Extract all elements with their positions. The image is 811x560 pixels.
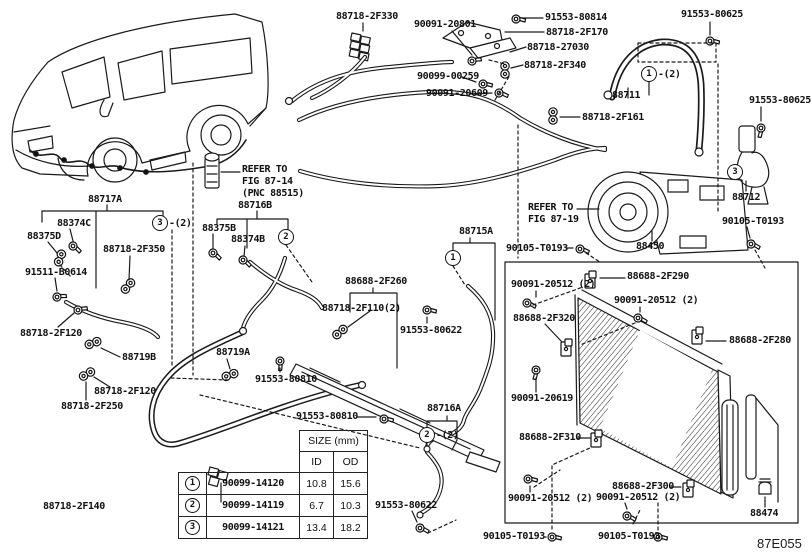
part-number-label: 88474: [750, 508, 779, 519]
part-number-label: 91553-80814: [545, 12, 607, 23]
part-number-label: 88688-2F290: [627, 271, 689, 282]
connector-block: [348, 32, 371, 62]
part-number-label: 91553-80625: [749, 95, 811, 106]
row-id-value: 6.7: [299, 494, 334, 517]
callout-number: 3: [727, 164, 743, 180]
part-number-label: 88688-2F280: [729, 335, 791, 346]
row-id-value: 10.8: [299, 472, 334, 495]
callout-number: 2-(2): [419, 427, 459, 443]
part-number-label: 90099-00259: [417, 71, 479, 82]
leader-lines: [41, 17, 766, 538]
compressor: [587, 171, 749, 255]
row-id-value: 13.4: [299, 516, 334, 539]
row-part-number: 90099-14121: [206, 516, 300, 539]
part-number-label: 90091-20512 (2): [508, 493, 593, 504]
part-number-label: 88375B: [202, 223, 236, 234]
part-number-label: 88712: [732, 192, 761, 203]
part-number-label: 88718-2F161: [582, 112, 644, 123]
dashed-lines: [59, 42, 766, 534]
part-number-label: 88718-2F120: [20, 328, 82, 339]
part-number-label: 88718-27030: [527, 42, 589, 53]
row-callout: 3: [178, 516, 207, 539]
row-od-value: 10.3: [333, 494, 368, 517]
part-number-label: 90091-20512 (2): [596, 492, 681, 503]
callout-number: 3-(2): [152, 215, 192, 231]
part-number-label: 88718-2F170: [546, 27, 608, 38]
part-number-label: 90105-T0193: [598, 531, 660, 542]
van-illustration: [11, 13, 269, 183]
part-number-label: 88716B: [238, 200, 272, 211]
part-number-label: 88374C: [57, 218, 91, 229]
part-number-label: 91553-80625: [681, 9, 743, 20]
part-number-label: 88688-2F320: [513, 313, 575, 324]
callout-number: 1-(2): [641, 66, 681, 82]
part-number-label: 90091-20609: [426, 88, 488, 99]
part-number-label: 90091-20619: [511, 393, 573, 404]
receiver-part: [736, 125, 770, 205]
part-number-label: 88718-2F330: [336, 11, 398, 22]
part-number-label: 88719B: [122, 352, 156, 363]
row-od-value: 15.6: [333, 472, 368, 495]
part-number-label: 88711: [612, 90, 641, 101]
table-row: 3 90099-14121 13.4 18.2: [178, 516, 368, 539]
size-table-col-od: OD: [333, 451, 368, 473]
part-number-label: 88718-2F120: [94, 386, 156, 397]
part-number-label: 90091-20512 (2): [614, 295, 699, 306]
part-number-label: 88688-2F310: [519, 432, 581, 443]
row-part-number: 90099-14119: [206, 494, 300, 517]
part-number-label: 88715A: [459, 226, 493, 237]
part-number-label: 90091-20801: [414, 19, 476, 30]
row-callout: 1: [178, 472, 207, 495]
part-number-label: 88718-2F250: [61, 401, 123, 412]
part-number-label: 91511-B0614: [25, 267, 87, 278]
part-number-label: 91553-80622: [400, 325, 462, 336]
row-callout: 2: [178, 494, 207, 517]
callout-number: 2: [278, 229, 294, 245]
part-number-label: 90105-T0193: [506, 243, 568, 254]
clamp-icons: [52, 61, 558, 383]
part-number-label: 88718-2F140: [43, 501, 105, 512]
part-number-label: 90091-20512 (2): [511, 279, 596, 290]
part-number-label: 91553-80810: [296, 411, 358, 422]
part-number-label: 88719A: [216, 347, 250, 358]
table-row: 1 90099-14120 10.8 15.6: [178, 472, 368, 495]
row-od-value: 18.2: [333, 516, 368, 539]
part-number-label: 90105-T0193: [483, 531, 545, 542]
part-number-label: 91553-80810: [255, 374, 317, 385]
row-part-number: 90099-14120: [206, 472, 300, 495]
part-number-label: 88450: [636, 241, 665, 252]
size-table-header: SIZE (mm): [299, 430, 368, 452]
part-number-label: 88688-2F300: [612, 481, 674, 492]
size-table: SIZE (mm) ID OD 1 90099-14120 10.8 15.6 …: [178, 430, 368, 539]
size-table-blank: [179, 431, 300, 473]
part-number-label: 88718-2F340: [524, 60, 586, 71]
part-number-label: 90105-T0193: [722, 216, 784, 227]
condenser-box: [504, 261, 799, 524]
part-number-label: 88688-2F260: [345, 276, 407, 287]
part-number-label: 88374B: [231, 234, 265, 245]
expansion-valve: [204, 152, 220, 189]
part-number-label: 88718-2F350: [103, 244, 165, 255]
part-number-label: 91553-80622: [375, 500, 437, 511]
part-number-label: 88718-2F110(2): [322, 303, 401, 314]
callout-number: 1: [445, 250, 461, 266]
table-row: 2 90099-14119 6.7 10.3: [178, 494, 368, 517]
part-number-label: 88716A: [427, 403, 461, 414]
strut: [289, 363, 501, 473]
part-number-label: 88717A: [88, 194, 122, 205]
size-table-col-id: ID: [299, 451, 334, 473]
part-number-label: 88375D: [27, 231, 61, 242]
diagram-code: 87E055: [757, 536, 802, 551]
pipes: [63, 38, 705, 519]
